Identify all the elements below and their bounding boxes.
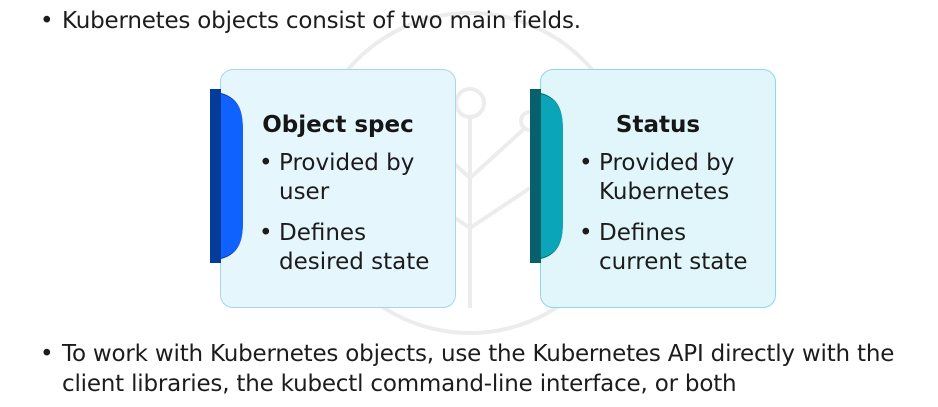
intro-bullet-text: Kubernetes objects consist of two main f… (62, 8, 581, 34)
object-spec-list: • Provided by user • Defines desired sta… (259, 149, 447, 289)
list-item-text: Provided by user (279, 150, 415, 205)
bullet-dot: • (579, 220, 593, 246)
object-spec-title: Object spec (262, 112, 414, 138)
bullet-dot: • (579, 150, 593, 176)
bullet-dot: • (259, 220, 273, 246)
bullet-dot: • (40, 341, 54, 367)
status-list: • Provided by Kubernetes • Defines curre… (579, 149, 767, 289)
list-item: • Provided by user (259, 149, 447, 207)
list-item: • Defines current state (579, 219, 767, 277)
bullet-dot: • (259, 150, 273, 176)
object-spec-card: Object spec • Provided by user • Defines… (210, 69, 456, 308)
status-title: Status (615, 112, 701, 138)
list-item: • Provided by Kubernetes (579, 149, 767, 207)
bullet-dot: • (40, 8, 54, 34)
list-item-text: Provided by Kubernetes (599, 150, 735, 205)
list-item: • Defines desired state (259, 219, 447, 277)
footer-bullet-text: To work with Kubernetes objects, use the… (62, 341, 895, 397)
intro-bullet: • Kubernetes objects consist of two main… (40, 6, 920, 36)
list-item-text: Defines current state (599, 220, 748, 275)
footer-bullet: • To work with Kubernetes objects, use t… (40, 339, 920, 399)
list-item-text: Defines desired state (279, 220, 430, 275)
status-card: Status • Provided by Kubernetes • Define… (530, 69, 776, 308)
object-spec-tab-accent (210, 89, 243, 263)
status-tab-accent (530, 89, 563, 263)
